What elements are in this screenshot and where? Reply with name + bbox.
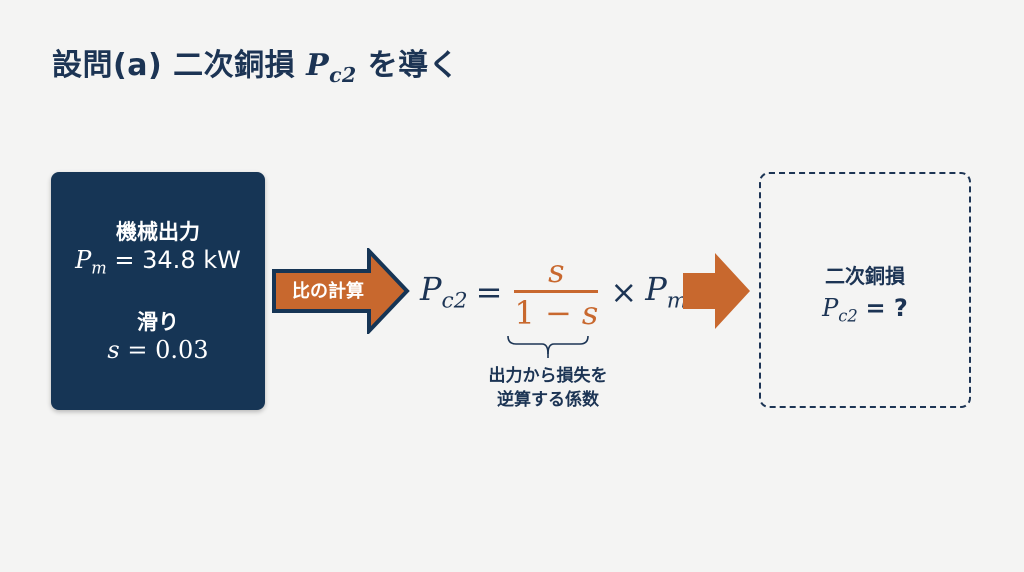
formula-times: × <box>610 273 638 311</box>
title-prefix: 設問(a) 二次銅損 <box>52 48 307 83</box>
title-symbol: Pc2 <box>306 48 357 87</box>
result-arrow-icon <box>683 253 750 329</box>
result-value: = ? <box>865 294 908 322</box>
formula-equals: = <box>475 273 503 311</box>
slip-symbol: s <box>107 336 120 364</box>
slip-group: 滑り s = 0.03 <box>51 306 265 364</box>
slip-equation: s = 0.03 <box>51 336 265 364</box>
underbrace-icon <box>507 335 589 358</box>
result-symbol-main: P <box>822 294 839 322</box>
formula-lhs: Pc2 <box>420 270 468 314</box>
denominator-variable: s <box>581 293 599 332</box>
formula-lhs-symbol: P <box>420 270 442 309</box>
denominator-constant: 1 − <box>514 293 582 332</box>
mechanical-output-equation: Pm = 34.8 kW <box>51 246 265 278</box>
title-symbol-main: P <box>306 48 330 83</box>
mechanical-output-label: 機械出力 <box>116 220 200 244</box>
ratio-arrow-icon <box>272 248 410 334</box>
formula-lhs-sub: c2 <box>441 288 468 314</box>
title-suffix: を導く <box>356 48 460 83</box>
formula-rhs-symbol: P <box>645 270 667 309</box>
coefficient-note: 出力から損失を 逆算する係数 <box>450 364 646 412</box>
fraction-denominator: 1 − s <box>514 295 598 331</box>
pm-symbol-sub: m <box>91 258 107 278</box>
pm-symbol-main: P <box>75 246 92 274</box>
fraction-numerator: s <box>548 251 565 290</box>
coefficient-note-line2: 逆算する係数 <box>497 390 599 410</box>
copper-loss-formula: Pc2 = s 1 − s × Pm <box>420 252 687 332</box>
result-label: 二次銅損 <box>825 264 905 288</box>
ratio-arrow-label: 比の計算 <box>292 281 364 302</box>
formula-rhs: Pm <box>645 270 687 314</box>
slip-label: 滑り <box>137 310 179 334</box>
fraction-bar <box>514 289 599 293</box>
result-equation: Pc2 = ? <box>761 294 969 326</box>
result-box: 二次銅損 Pc2 = ? <box>759 172 971 408</box>
given-values-box: 機械出力 Pm = 34.8 kW 滑り s = 0.03 <box>51 172 265 410</box>
slip-ratio-fraction: s 1 − s <box>514 251 599 331</box>
title-symbol-sub: c2 <box>329 63 357 88</box>
slip-value: = 0.03 <box>127 336 209 364</box>
formula-rhs-sub: m <box>666 288 688 314</box>
result-symbol-sub: c2 <box>838 306 858 326</box>
mechanical-output-value: = 34.8 kW <box>114 246 241 274</box>
page-title: 設問(a) 二次銅損 Pc2 を導く <box>52 40 459 87</box>
coefficient-note-line1: 出力から損失を <box>488 366 608 386</box>
result-symbol: Pc2 <box>822 294 858 326</box>
mechanical-output-group: 機械出力 Pm = 34.8 kW <box>51 216 265 278</box>
mechanical-output-symbol: Pm <box>75 246 107 278</box>
